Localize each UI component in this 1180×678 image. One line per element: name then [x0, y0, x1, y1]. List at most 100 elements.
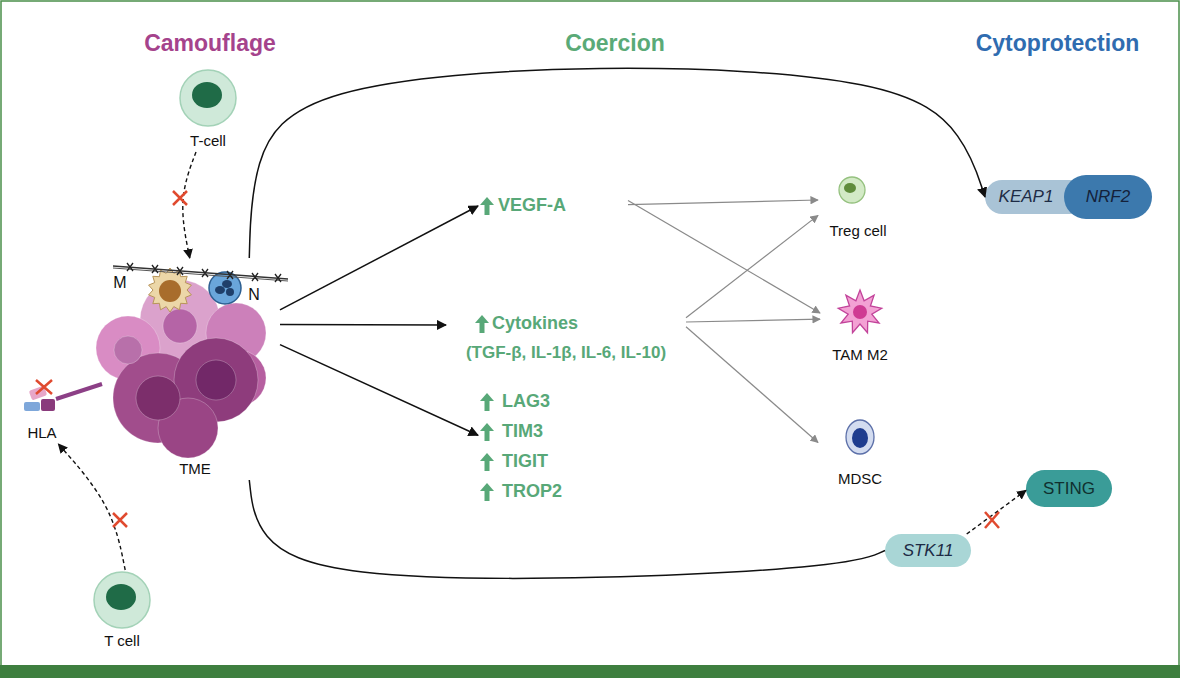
- hla-stalk: [56, 384, 102, 399]
- node-label: NRF2: [1064, 187, 1152, 207]
- gene-pill: NRF2: [1064, 175, 1152, 219]
- cell-node: M: [110, 266, 192, 316]
- edge-group: [58, 68, 1026, 578]
- increase-arrow: [480, 483, 494, 501]
- node-shape: [208, 268, 274, 308]
- arrow-connector: [58, 444, 125, 570]
- macrophage-body: [838, 290, 881, 333]
- hla-domain: [29, 386, 47, 401]
- block-cross: [36, 380, 52, 394]
- cell-node: Treg cell: [818, 172, 898, 242]
- cell-membrane: [180, 70, 236, 126]
- node-label: (TGF-β, IL-1β, IL-6, IL-10): [446, 343, 686, 363]
- node-label: MDSC: [818, 470, 902, 487]
- pill-shape: [1026, 470, 1112, 507]
- tumor-cell: [163, 309, 197, 343]
- overlay-group: [36, 191, 999, 528]
- tumor-cell: [136, 376, 180, 420]
- cell-nucleus: [852, 428, 868, 448]
- increase-arrow: [480, 423, 494, 441]
- block-cross: [113, 513, 127, 527]
- column-heading: Coercion: [505, 30, 725, 56]
- barbed-wire: [113, 263, 288, 282]
- arrow-connector: [249, 68, 985, 258]
- wire-line: [113, 268, 288, 281]
- cell-node: MDSC: [818, 418, 902, 488]
- cell-nucleus: [222, 280, 232, 288]
- arrow-connector: [686, 319, 820, 322]
- arrow-connector: [967, 490, 1026, 534]
- arrow-connector: [183, 152, 196, 258]
- hla-domain: [41, 399, 55, 411]
- node-label: T cell: [82, 632, 162, 649]
- node-label: TME: [165, 460, 225, 477]
- gene-pill: STK11: [885, 534, 971, 567]
- arrow-connector: [628, 200, 820, 313]
- wire-line: [113, 266, 288, 279]
- tumor-cell: [196, 360, 236, 400]
- node-label: TAM M2: [820, 346, 900, 363]
- node-label: T-cell: [168, 132, 248, 149]
- cell-nucleus: [226, 288, 234, 296]
- node-label: Treg cell: [818, 222, 898, 239]
- arrow-connector: [280, 206, 478, 310]
- cell-nucleus: [853, 305, 867, 319]
- increase-arrow: [480, 197, 494, 215]
- macrophage-body: [149, 268, 192, 312]
- node-label: M: [110, 274, 130, 292]
- node-label: VEGF-A: [498, 195, 628, 216]
- cell-nucleus: [215, 286, 225, 294]
- arrow-connector: [249, 480, 885, 578]
- cell-nucleus: [844, 183, 856, 193]
- increase-arrow: [475, 315, 489, 333]
- neutrophil-body: [209, 272, 241, 304]
- pill-shape: [1064, 175, 1152, 219]
- arrow-connector: [628, 200, 818, 205]
- factor-group: VEGF-A: [478, 192, 628, 220]
- increase-arrow: [480, 393, 494, 411]
- node-label: TROP2: [502, 481, 588, 502]
- cell-node: HLA: [20, 372, 84, 444]
- gene-pill: STING: [1026, 470, 1112, 507]
- node-label: TIM3: [502, 421, 588, 442]
- node-label: TIGIT: [502, 451, 588, 472]
- cell-node: TME M N: [88, 258, 280, 480]
- cell-node: T cell: [90, 570, 154, 652]
- factor-group: LAG3TIM3TIGIT TROP2: [478, 388, 588, 506]
- arrow-connector: [686, 215, 818, 317]
- cell-node: N: [208, 268, 274, 308]
- cell-membrane: [839, 177, 865, 203]
- arrow-connector: [280, 324, 446, 326]
- arrow-connector: [686, 327, 818, 443]
- increase-arrow: [480, 453, 494, 471]
- hla-domain: [24, 402, 40, 411]
- cell-nucleus: [192, 82, 222, 108]
- node-label: LAG3: [502, 391, 588, 412]
- footer-bar: [0, 665, 1180, 678]
- cell-node: TAM M2: [820, 288, 900, 366]
- block-cross: [173, 191, 187, 205]
- column-heading: Cytoprotection: [940, 30, 1175, 56]
- tumor-cell: [114, 336, 142, 364]
- node-label: KEAP1: [985, 187, 1067, 207]
- cell-membrane: [846, 420, 874, 454]
- column-heading: Camouflage: [100, 30, 320, 56]
- cell-nucleus: [159, 280, 181, 302]
- factor-group: Cytokines (TGF-β, IL-1β, IL-6, IL-10): [446, 310, 686, 370]
- node-label: N: [242, 286, 266, 304]
- cell-membrane: [94, 572, 150, 628]
- cell-node: T-cell: [178, 68, 238, 152]
- node-label: HLA: [20, 424, 64, 441]
- block-cross: [985, 512, 999, 528]
- cell-nucleus: [106, 584, 136, 610]
- pill-shape: [885, 534, 971, 567]
- node-label: STK11: [885, 541, 971, 561]
- arrow-connector: [280, 345, 478, 436]
- node-label: Cytokines: [492, 313, 652, 334]
- wire-barbs: [127, 263, 281, 282]
- node-label: STING: [1026, 479, 1112, 499]
